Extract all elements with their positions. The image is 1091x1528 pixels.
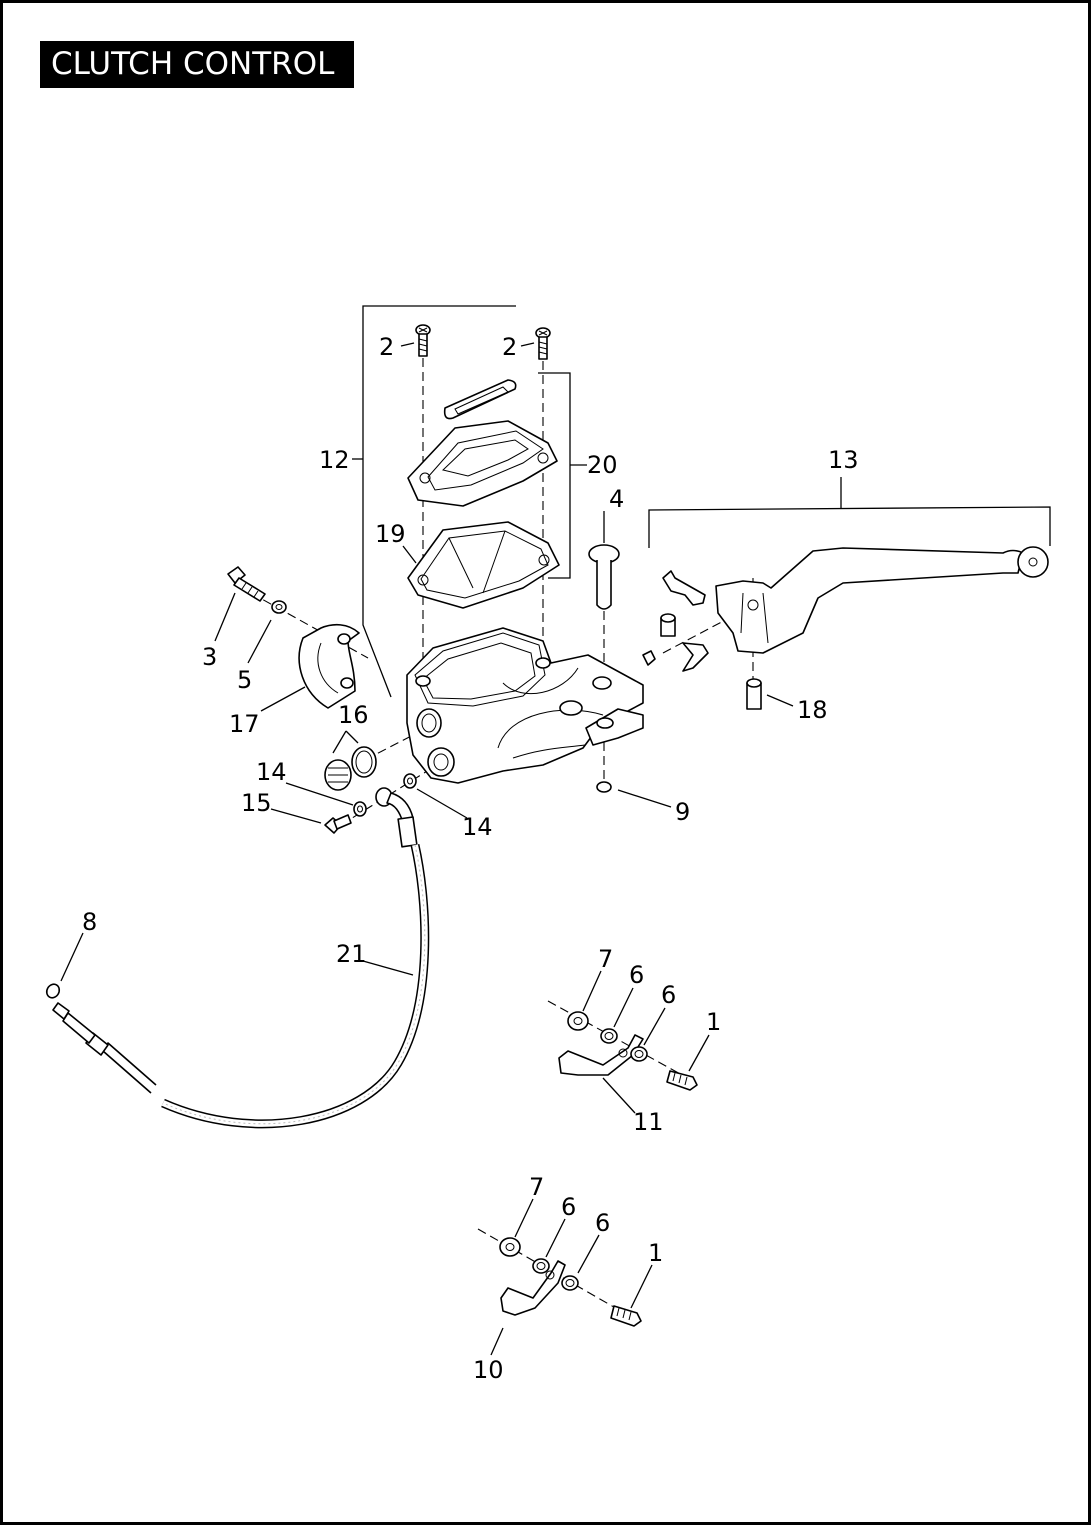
callout-14-right: 14 — [462, 813, 493, 841]
cable-bracket-lower — [500, 1260, 566, 1316]
handlebar-clamp — [298, 623, 360, 709]
switch-plug — [324, 746, 377, 791]
cable-o-ring — [45, 983, 61, 999]
leader-lines — [60, 342, 794, 1356]
pivot-retainer — [596, 781, 612, 793]
callout-21: 21 — [336, 940, 367, 968]
lever-switch-parts — [642, 570, 709, 672]
clamp-washer — [271, 600, 287, 614]
bracket-screw-upper — [666, 1070, 698, 1091]
callout-1-lower: 1 — [648, 1239, 663, 1267]
callout-19: 19 — [375, 520, 406, 548]
callout-7-lower: 7 — [529, 1173, 544, 1201]
callout-2-right: 2 — [502, 333, 517, 361]
callout-labels: 2 2 12 20 13 4 19 3 5 17 16 18 14 15 9 1… — [82, 333, 859, 1384]
bracket-washer-upper-a — [600, 1028, 618, 1044]
callout-2-left: 2 — [379, 333, 394, 361]
callout-6-lower-b: 6 — [595, 1209, 610, 1237]
callout-9: 9 — [675, 798, 690, 826]
callout-1-upper: 1 — [706, 1008, 721, 1036]
callout-7-upper: 7 — [598, 945, 613, 973]
callout-8: 8 — [82, 908, 97, 936]
banjo-bolt — [324, 814, 352, 834]
callout-6-upper-a: 6 — [629, 961, 644, 989]
clamp-bolt — [227, 566, 266, 602]
hose-fitting — [375, 787, 418, 848]
lever-bushing — [746, 678, 762, 710]
bracket-screw-lower — [610, 1305, 642, 1327]
diagram-title: CLUTCH CONTROL — [40, 41, 354, 88]
bracket-nut-upper — [567, 1011, 589, 1031]
cover-screw-left — [415, 324, 431, 357]
banjo-washer-upper — [403, 773, 417, 789]
callout-3: 3 — [202, 643, 217, 671]
master-cylinder-body — [406, 627, 644, 784]
reservoir-cover — [407, 420, 558, 507]
callout-6-upper-b: 6 — [661, 981, 676, 1009]
bracket-washer-lower-a — [532, 1258, 550, 1274]
callout-17: 17 — [229, 710, 260, 738]
callout-10: 10 — [473, 1356, 504, 1384]
cover-gasket — [407, 521, 560, 609]
group-brackets — [352, 305, 1051, 698]
cover-label-plate — [443, 379, 517, 420]
cover-screw-right — [535, 327, 551, 360]
bracket-washer-upper-b — [630, 1046, 648, 1062]
clutch-cable — [52, 844, 430, 1129]
callout-11: 11 — [633, 1108, 664, 1136]
center-lines — [250, 358, 754, 1319]
cable-bracket-upper — [558, 1034, 644, 1076]
callout-14-left: 14 — [256, 758, 287, 786]
callout-5: 5 — [237, 666, 252, 694]
callout-18: 18 — [797, 696, 828, 724]
pivot-pin — [588, 544, 620, 610]
callout-4: 4 — [609, 485, 624, 513]
callout-6-lower-a: 6 — [561, 1193, 576, 1221]
parts-illustration: 2 2 12 20 13 4 19 3 5 17 16 18 14 15 9 1… — [45, 305, 1051, 1384]
bracket-nut-lower — [499, 1237, 521, 1257]
banjo-washer-lower — [353, 801, 367, 817]
callout-13: 13 — [828, 446, 859, 474]
callout-12: 12 — [319, 446, 350, 474]
callout-16: 16 — [338, 701, 369, 729]
bracket-washer-lower-b — [561, 1275, 579, 1291]
callout-15: 15 — [241, 789, 272, 817]
clutch-lever — [715, 546, 1049, 654]
callout-20: 20 — [587, 451, 618, 479]
